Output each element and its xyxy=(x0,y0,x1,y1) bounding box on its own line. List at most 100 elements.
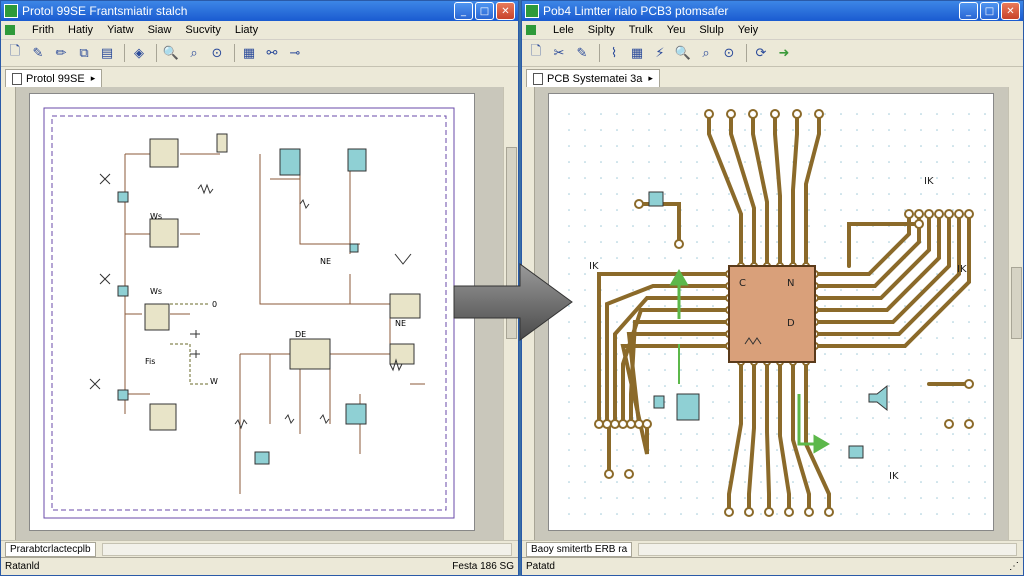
tab-label: Protol 99SE xyxy=(26,72,85,85)
component-label: IK xyxy=(957,264,967,275)
toolbar-separator xyxy=(234,44,235,62)
app-icon xyxy=(4,4,18,18)
menu-item[interactable]: Liaty xyxy=(234,24,259,36)
grid-icon[interactable]: ▦ xyxy=(630,45,644,61)
menu-item[interactable]: Frith xyxy=(32,24,54,36)
pcb-workarea: C N D IK IK IK IK xyxy=(522,87,1023,541)
pcb-pad xyxy=(934,209,944,219)
probe-icon[interactable]: ⚡ xyxy=(655,45,665,61)
transfer-arrow-icon xyxy=(453,263,573,341)
menu-item[interactable]: Lele xyxy=(553,24,574,36)
status-bar: Ratanld Festa 186 SG xyxy=(1,557,518,575)
pencil-icon[interactable]: ✏ xyxy=(55,45,67,61)
menu-item[interactable]: Yeu xyxy=(666,24,686,36)
component-library-icon[interactable]: ▦ xyxy=(242,45,256,61)
tab-close-icon[interactable]: ▸ xyxy=(90,73,96,83)
document-icon xyxy=(533,72,543,85)
zoom-out-icon[interactable]: ⌕ xyxy=(702,45,710,61)
window-title: Pob4 Limtter rialo PCB3 ptomsafer xyxy=(543,4,729,18)
zoom-in-icon[interactable]: 🔍 xyxy=(674,45,692,61)
bus-tool-icon[interactable]: ◈ xyxy=(134,45,144,61)
ic-label: D xyxy=(787,318,795,329)
component-label: DE xyxy=(295,330,306,339)
status-grip-icon: ⋰ xyxy=(1009,561,1019,572)
tab-pcb[interactable]: PCB Systematei 3a ▸ xyxy=(526,69,660,87)
horizontal-scrollbar[interactable] xyxy=(638,542,1017,556)
pcb-sheet: C N D IK IK IK IK xyxy=(548,93,994,531)
vertical-scrollbar[interactable] xyxy=(1008,87,1023,541)
place-part-icon[interactable]: ⚯ xyxy=(266,45,278,61)
pcb-drawing: C N D IK IK IK IK xyxy=(568,109,986,517)
copy-icon[interactable]: ⧉ xyxy=(79,45,89,61)
pcb-pad xyxy=(642,419,652,429)
pcb-trace xyxy=(751,112,769,268)
close-icon[interactable]: ✕ xyxy=(1001,2,1020,20)
tab-close-icon[interactable]: ▸ xyxy=(648,73,653,83)
component-label: IK xyxy=(589,261,599,272)
pcb-pad xyxy=(814,109,824,119)
menu-item[interactable]: Yeiy xyxy=(737,24,759,36)
sheet-tab-bar: Baoy smitertb ERB ra xyxy=(522,540,1023,557)
pcb-pad xyxy=(784,507,794,517)
vertical-ruler xyxy=(1,87,16,541)
menu-item[interactable]: Sucvity xyxy=(185,24,221,36)
route-icon[interactable]: ⌇ xyxy=(610,45,618,61)
component-label: IK xyxy=(924,176,934,187)
pcb-trace xyxy=(813,212,971,348)
pcb-pad xyxy=(634,419,644,429)
document-tabs: Protol 99SE ▸ xyxy=(1,67,518,88)
menu-item[interactable]: Siplty xyxy=(587,24,615,36)
minimize-icon[interactable]: _ xyxy=(454,2,473,20)
menu-item[interactable]: Trulk xyxy=(628,24,653,36)
pcb-pad xyxy=(964,379,974,389)
paste-icon[interactable]: ▤ xyxy=(100,45,114,61)
scrollbar-thumb[interactable] xyxy=(506,147,517,339)
pcb-trace xyxy=(729,112,756,268)
zoom-out-icon[interactable]: ⌕ xyxy=(190,45,198,61)
pcb-pad xyxy=(674,239,684,249)
menu-item[interactable]: Siaw xyxy=(147,24,172,36)
pcb-pad xyxy=(748,109,758,119)
scrollbar-thumb[interactable] xyxy=(1011,267,1022,339)
tab-schematic[interactable]: Protol 99SE ▸ xyxy=(5,69,103,87)
horizontal-scrollbar[interactable] xyxy=(101,542,512,556)
new-file-icon[interactable]: 🗋 xyxy=(9,44,21,59)
sheet-tab[interactable]: Prarabtcrlactecplb xyxy=(5,541,96,557)
menu-app-icon xyxy=(5,25,15,35)
component-label: NE xyxy=(395,319,406,328)
ic-chip[interactable] xyxy=(728,265,816,363)
component-label: Fis xyxy=(145,357,155,366)
zoom-fit-icon[interactable]: ⊙ xyxy=(723,45,735,61)
pcb-trace xyxy=(813,212,961,336)
menu-item[interactable]: Hatiy xyxy=(68,24,94,36)
menu-item[interactable]: Yiatw xyxy=(107,24,134,36)
forward-arrow-icon[interactable]: ➜ xyxy=(778,45,790,61)
status-left: Ratanld xyxy=(5,561,40,572)
sheet-tab-bar: Prarabtcrlactecplb xyxy=(1,540,518,557)
menu-item[interactable]: Slulp xyxy=(699,24,724,36)
tab-label: PCB Systematei 3a xyxy=(547,72,643,85)
pcb-pad xyxy=(914,219,924,229)
component-label: IK xyxy=(889,471,899,482)
probe-icon[interactable]: ⊸ xyxy=(289,45,301,61)
maximize-icon[interactable]: □ xyxy=(980,2,999,20)
pcb-pad xyxy=(804,507,814,517)
minimize-icon[interactable]: _ xyxy=(959,2,978,20)
status-left: Patatd xyxy=(526,561,555,572)
sheet-tab[interactable]: Baoy smitertb ERB ra xyxy=(526,541,633,557)
close-icon[interactable]: ✕ xyxy=(496,2,515,20)
pcb-trace xyxy=(778,360,791,514)
zoom-in-icon[interactable]: 🔍 xyxy=(162,45,180,61)
zoom-fit-icon[interactable]: ⊙ xyxy=(211,45,223,61)
wire-tool-icon[interactable]: ✎ xyxy=(32,45,44,61)
refresh-icon[interactable]: ⟳ xyxy=(755,45,767,61)
cut-icon[interactable]: ✂ xyxy=(553,45,565,61)
pcb-pad xyxy=(964,419,974,429)
maximize-icon[interactable]: □ xyxy=(475,2,494,20)
component-label: W xyxy=(210,377,218,386)
new-file-icon[interactable]: 🗋 xyxy=(530,44,542,59)
pcb-pad xyxy=(914,209,924,219)
edit-icon[interactable]: ✎ xyxy=(576,45,588,61)
status-bar: Patatd ⋰ xyxy=(522,557,1023,575)
pcb-pad xyxy=(824,507,834,517)
